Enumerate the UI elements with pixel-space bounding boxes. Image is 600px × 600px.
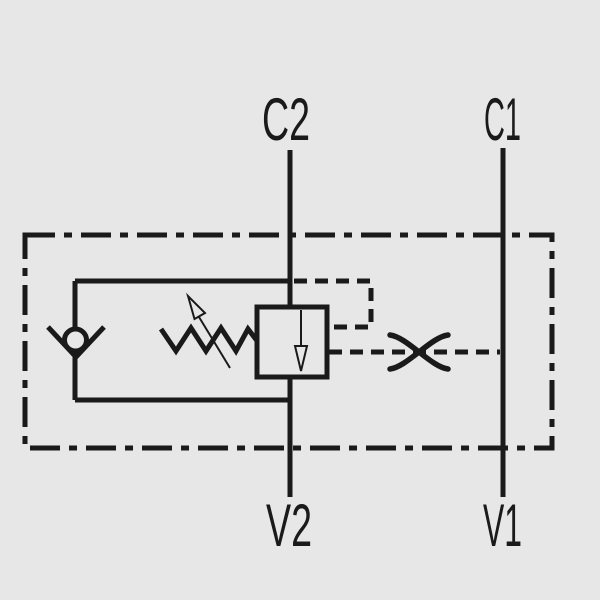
spring-adjust-arrow-shaft xyxy=(198,316,231,369)
orifice-curve-2 xyxy=(387,332,451,372)
flow-arrow-head xyxy=(293,345,309,372)
spring-adjust-arrow-head xyxy=(185,292,207,321)
valve-body xyxy=(254,304,330,380)
orifice-restrictor-icon xyxy=(387,332,451,372)
check-valve-icon xyxy=(46,281,106,400)
check-valve-seat xyxy=(46,325,106,361)
valve-enclosure-boundary xyxy=(22,232,555,451)
port-label-v2: V2 xyxy=(266,492,312,559)
check-valve-ball xyxy=(62,326,89,354)
port-label-v1: V1 xyxy=(483,492,522,559)
adjustable-spring-icon xyxy=(158,292,260,369)
port-label-c2: C2 xyxy=(262,86,310,153)
flow-direction-arrow-icon xyxy=(293,310,309,372)
spring-zigzag xyxy=(158,323,260,356)
port-label-c1: C1 xyxy=(484,86,521,153)
